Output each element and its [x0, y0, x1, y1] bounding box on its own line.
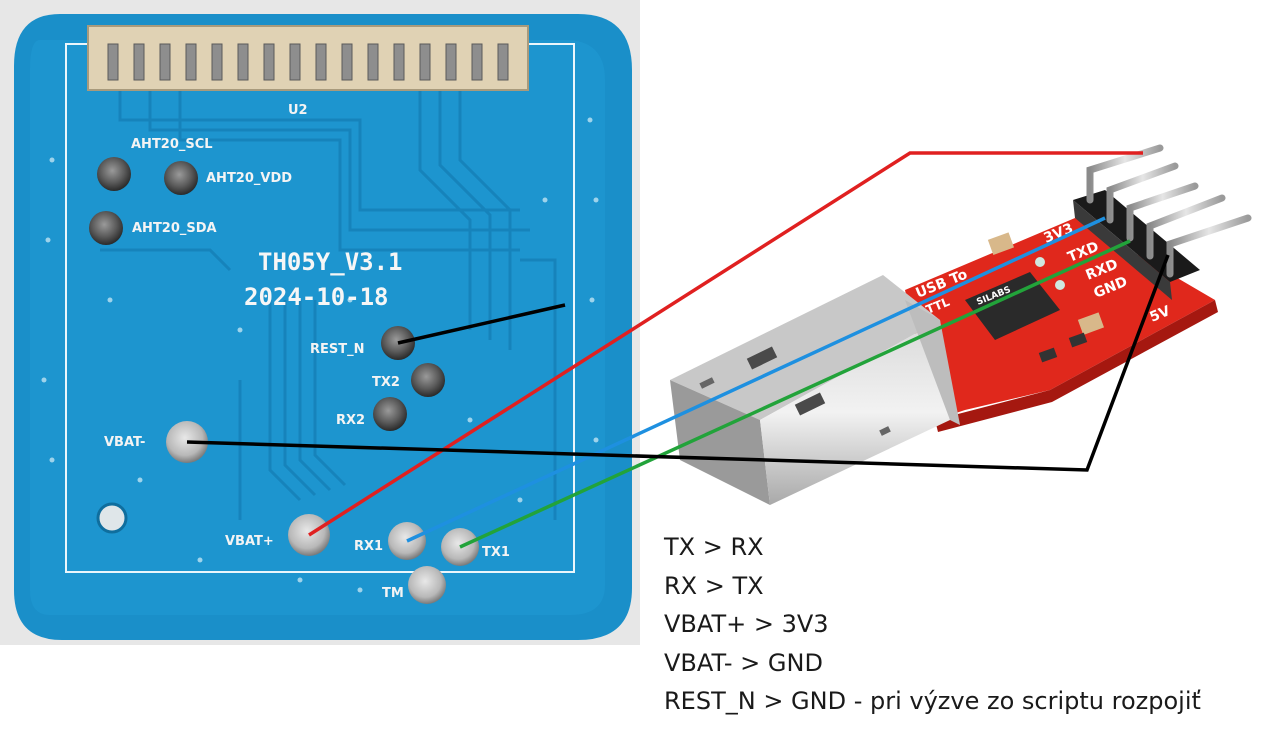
resistor	[1038, 347, 1058, 363]
resistor	[1068, 332, 1088, 348]
pad-rx2	[373, 397, 407, 431]
wires	[186, 151, 1170, 549]
label-tx1: TX1	[482, 545, 510, 560]
chip	[965, 272, 1060, 340]
label-aht20-vdd: AHT20_VDD	[206, 171, 292, 186]
note-line: RX > TX	[664, 571, 764, 600]
note-line: TX > RX	[664, 533, 764, 561]
label-rx1: RX1	[354, 539, 383, 554]
wire-rest-n-to-gnd	[397, 303, 566, 345]
mounting-hole	[96, 502, 128, 534]
wire-tx1-to-rxd	[459, 239, 1131, 549]
label-tm: TM	[382, 586, 404, 601]
wiring-notes: TX > RX RX > TX VBAT+ > 3V3 VBAT- > GND …	[664, 528, 1201, 721]
pad-aht20-sda	[89, 211, 123, 245]
label-rx2: RX2	[336, 413, 365, 428]
led	[1035, 257, 1045, 267]
wire-rx1-to-txd	[406, 216, 1106, 543]
capacitor	[1077, 312, 1105, 335]
label-aht20-sda: AHT20_SDA	[132, 221, 217, 236]
connector-ref-label: U2	[288, 103, 308, 118]
pad-aht20-vdd	[164, 161, 198, 195]
pcb-board: U2 AHT20_SCL AHT20_VDD AHT20_SDA TH05Y_V…	[14, 14, 632, 640]
pad-tx2	[411, 363, 445, 397]
usb-ttl-module: SILABS USB To TTL 3V3 TXD RXD GND 5V	[670, 144, 1252, 505]
capacitor	[987, 232, 1015, 255]
usb-a-plug	[670, 275, 960, 505]
wire-vbat-minus-to-gnd	[186, 254, 1170, 472]
note-line: VBAT- > GND	[664, 648, 823, 677]
board-model: TH05Y_V3.1	[258, 248, 403, 276]
note-line: VBAT+ > 3V3	[664, 610, 829, 638]
label-rest-n: REST_N	[310, 342, 365, 357]
label-vbat-minus: VBAT-	[104, 435, 145, 450]
header-pins	[107, 43, 509, 81]
pin-label-5v: 5V	[1148, 303, 1173, 326]
pad-tm	[408, 566, 446, 604]
led	[1055, 280, 1065, 290]
label-aht20-scl: AHT20_SCL	[131, 137, 213, 152]
header-connector	[87, 25, 529, 91]
board-date: 2024-10-18	[244, 283, 389, 311]
label-vbat-plus: VBAT+	[225, 534, 274, 549]
pad-aht20-scl	[97, 157, 131, 191]
label-tx2: TX2	[372, 375, 400, 390]
wire-vbat-plus-to-3v3	[308, 151, 1143, 537]
note-line: REST_N > GND - pri výzve zo scriptu rozp…	[664, 687, 1201, 715]
